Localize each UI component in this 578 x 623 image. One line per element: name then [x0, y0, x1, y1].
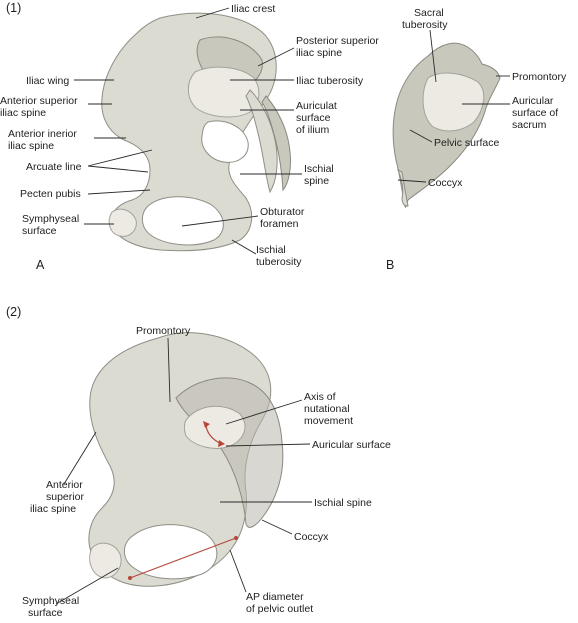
label-asis-2-line3: iliac spine — [30, 503, 76, 515]
label-iliac-wing: Iliac wing — [26, 75, 69, 87]
label-coccyx-2: Coccyx — [294, 531, 329, 543]
label-ischial-tuberosity-line2: tuberosity — [256, 256, 302, 268]
label-auricular-ilium-line3: of ilium — [296, 124, 330, 136]
label-symphyseal-1a-line2: surface — [22, 225, 57, 237]
label-ischial-spine-1a-line1: Ischial — [304, 163, 334, 175]
panel-1-number: (1) — [6, 1, 21, 15]
label-aiis-line1: Anterior inerior — [8, 128, 77, 140]
hip-bone-illustration — [101, 12, 291, 252]
label-promontory-1b: Promontory — [512, 71, 567, 83]
label-axis-line3: movement — [304, 415, 353, 427]
label-auricular-2: Auricular surface — [312, 439, 391, 451]
axis-of-nutation-arrow — [203, 421, 225, 447]
label-auricular-sacrum-line2: surface of — [512, 107, 558, 119]
label-asis-line2: iliac spine — [0, 107, 46, 119]
label-auricular-sacrum-line1: Auricular — [512, 95, 554, 107]
label-ap-diameter-line1: AP diameter — [246, 591, 304, 603]
label-iliac-crest: Iliac crest — [231, 3, 275, 15]
panel-2-number: (2) — [6, 305, 21, 319]
label-axis-line2: nutational — [304, 403, 350, 415]
label-obturator-line2: foramen — [260, 218, 299, 230]
label-sacral-tuberosity-line2: tuberosity — [402, 19, 448, 31]
label-aiis-line2: iliac spine — [8, 140, 54, 152]
sacrum-illustration — [392, 42, 501, 208]
label-asis-2-line2: superior — [46, 491, 84, 503]
pelvis-combined-illustration — [88, 332, 284, 587]
label-pecten-pubis: Pecten pubis — [20, 188, 81, 200]
label-axis-line1: Axis of — [304, 391, 336, 403]
view-a-label: A — [36, 258, 45, 272]
ap-diameter-line — [128, 536, 238, 580]
label-ischial-tuberosity-line1: Ischial — [256, 244, 286, 256]
view-b-label: B — [386, 258, 394, 272]
label-pelvic-surface: Pelvic surface — [434, 137, 500, 149]
label-coccyx-1b: Coccyx — [428, 177, 463, 189]
label-iliac-tuberosity: Iliac tuberosity — [296, 75, 364, 87]
label-auricular-ilium-line2: surface — [296, 112, 331, 124]
label-symphyseal-1a-line1: Symphyseal — [22, 213, 79, 225]
label-symphyseal-2-line2: surface — [28, 607, 63, 619]
label-psis-line1: Posterior superior — [296, 35, 379, 47]
label-sacral-tuberosity-line1: Sacral — [414, 7, 444, 19]
label-ap-diameter-line2: of pelvic outlet — [246, 603, 313, 615]
label-psis-line2: iliac spine — [296, 47, 342, 59]
leader-lines — [55, 7, 510, 605]
label-promontory-2: Promontory — [136, 325, 191, 337]
label-ischial-spine-1a-line2: spine — [304, 175, 329, 187]
label-auricular-ilium-line1: Auriculat — [296, 100, 337, 112]
label-asis-line1: Anterior superior — [0, 95, 78, 107]
label-ischial-spine-2: Ischial spine — [314, 497, 372, 509]
label-arcuate-line: Arcuate line — [26, 161, 82, 173]
label-symphyseal-2-line1: Symphyseal — [22, 595, 79, 607]
label-asis-2-line1: Anterior — [46, 479, 83, 491]
label-auricular-sacrum-line3: sacrum — [512, 119, 547, 131]
label-obturator-line1: Obturator — [260, 206, 305, 218]
